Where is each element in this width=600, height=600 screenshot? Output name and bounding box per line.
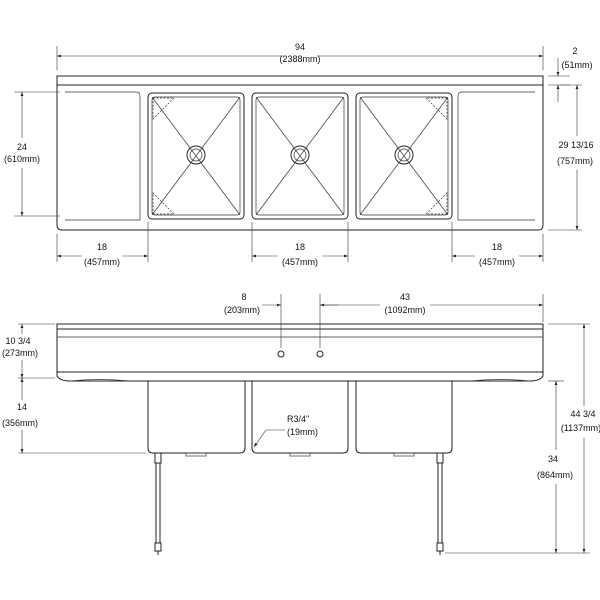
leg-right (436, 452, 444, 555)
drain-icon (186, 145, 206, 165)
dim-left-drainboard: 18 (457mm) (56, 222, 149, 270)
dim-metric: (457mm) (479, 257, 515, 267)
drain-icon (394, 145, 414, 165)
dim-right-drainboard: 18 (457mm) (451, 222, 544, 270)
corner-bracket-icon (425, 192, 448, 215)
dim-faucet-to-end: 43 (1092mm) (320, 290, 544, 322)
dim-bowl-depth: 14 (356mm) (0, 378, 146, 454)
dim-value: R3/4" (287, 414, 309, 424)
dim-value: 18 (492, 242, 502, 252)
plan-sink-top (56, 85, 544, 231)
corner-bracket-icon (152, 192, 175, 215)
plan-view: 94 (2388mm) 2 (51mm) 24 (610mm) (2, 40, 598, 270)
dim-value: 2 (572, 46, 577, 56)
corner-bracket-icon (425, 97, 448, 120)
dim-faucet-centers: 8 (203mm) (224, 292, 339, 348)
dim-metric: (457mm) (282, 257, 318, 267)
plan-bowl-2 (251, 92, 349, 220)
faucet-hole-icon (316, 350, 324, 358)
elev-bowl-3 (355, 381, 453, 454)
elev-backsplash-top (56, 323, 544, 330)
dim-value: 18 (97, 242, 107, 252)
dim-overall-height: 44 3/4 (1137mm) (548, 323, 600, 553)
elevation-view: 8 (203mm) 43 (1092mm) 10 3/4 (273mm) 14 (0, 290, 600, 555)
dim-value: 14 (17, 402, 27, 412)
dim-metric: (356mm) (2, 418, 38, 428)
dim-metric: (2388mm) (279, 54, 320, 64)
dim-metric: (273mm) (2, 348, 38, 358)
callout-corner-radius: R3/4" (19mm) (253, 414, 318, 448)
plan-left-drainboard (65, 91, 141, 221)
plan-backsplash (56, 75, 544, 86)
drain-outlet-icon (289, 452, 311, 457)
dim-metric: (757mm) (557, 156, 593, 166)
dim-elev-backsplash: 10 3/4 (273mm) (0, 323, 55, 379)
dim-bowl-width: 18 (457mm) (251, 222, 349, 270)
dim-metric: (457mm) (84, 257, 120, 267)
dim-value: 8 (241, 292, 246, 302)
dim-metric: (1092mm) (384, 305, 425, 315)
dim-value: 44 3/4 (570, 409, 595, 419)
leg-left (154, 452, 162, 555)
elev-rim (56, 372, 544, 382)
plan-bowl-3 (355, 92, 453, 220)
dim-metric: (51mm) (562, 60, 593, 70)
dim-value: 94 (295, 42, 305, 52)
dim-metric: (610mm) (4, 154, 40, 164)
dim-metric: (203mm) (224, 305, 260, 315)
corner-bracket-icon (152, 97, 175, 120)
elev-backsplash (56, 328, 544, 373)
dim-value: 18 (295, 242, 305, 252)
elev-bowl-1 (147, 381, 246, 454)
plan-bowl-1 (147, 92, 245, 220)
dim-value: 10 3/4 (5, 336, 30, 346)
drain-icon (290, 145, 310, 165)
dim-value: 29 13/16 (558, 140, 593, 150)
plan-right-drainboard (457, 91, 535, 221)
dim-value: 43 (400, 292, 410, 302)
dim-value: 34 (548, 454, 558, 464)
dim-rim-height: 34 (864mm) (445, 380, 590, 554)
dim-metric: (864mm) (537, 470, 573, 480)
dim-backsplash: 2 (51mm) (548, 46, 593, 102)
dim-depth: 24 (610mm) (2, 91, 60, 217)
dim-metric: (19mm) (287, 427, 318, 437)
dim-metric: (1137mm) (561, 423, 600, 433)
dim-overall-depth: 29 13/16 (757mm) (548, 84, 598, 231)
dim-overall-length: 94 (2388mm) (56, 40, 544, 70)
drain-outlet-icon (185, 452, 207, 457)
faucet-hole-icon (277, 350, 285, 358)
drain-outlet-icon (393, 452, 415, 457)
dim-value: 24 (17, 142, 27, 152)
